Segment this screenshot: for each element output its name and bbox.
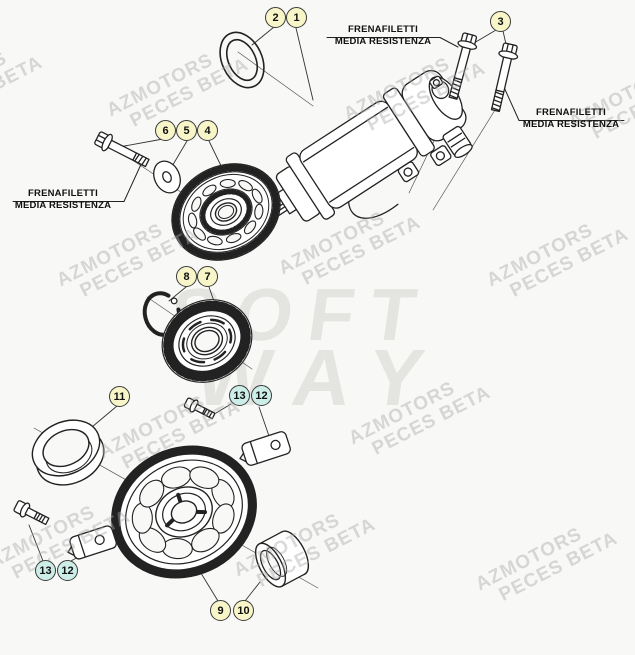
idler-gear-bolt [94,131,150,168]
callout-12[interactable]: 12 [251,385,272,406]
callout-8[interactable]: 8 [176,266,197,287]
bearing-inner-race [31,419,105,486]
callout-4[interactable]: 4 [197,120,218,141]
callout-11[interactable]: 11 [109,386,130,407]
threadlock-label-right: FRENAFILETTI MEDIA RESISTENZA [522,107,620,130]
callout-3[interactable]: 3 [490,11,511,32]
label-leader-lines [12,37,625,202]
one-way-bearing [254,530,310,588]
callout-9[interactable]: 9 [210,600,231,621]
callout-2[interactable]: 2 [265,7,286,28]
callout-6[interactable]: 6 [155,120,176,141]
idler-double-gear [171,163,281,261]
threadlock-label-left: FRENAFILETTI MEDIA RESISTENZA [14,188,112,211]
callout-1[interactable]: 1 [286,7,307,28]
callout-13[interactable]: 13 [229,385,250,406]
stopper-plate [67,525,117,560]
flange-bolt [448,32,478,100]
callout-5[interactable]: 5 [176,120,197,141]
stopper-screw [13,500,50,526]
callout-13[interactable]: 13 [35,560,56,581]
driven-gear [161,299,253,383]
starter-clutch-gear [111,445,257,579]
callout-10[interactable]: 10 [233,600,254,621]
callout-7[interactable]: 7 [197,266,218,287]
o-ring [219,31,265,89]
threadlock-label-top: FRENAFILETTI MEDIA RESISTENZA [334,24,432,47]
stopper-screw [183,397,216,420]
starter-motor [255,69,473,226]
stopper-plate [239,431,291,466]
callout-12[interactable]: 12 [57,560,78,581]
washer [153,160,181,194]
flange-bolt [490,42,519,113]
